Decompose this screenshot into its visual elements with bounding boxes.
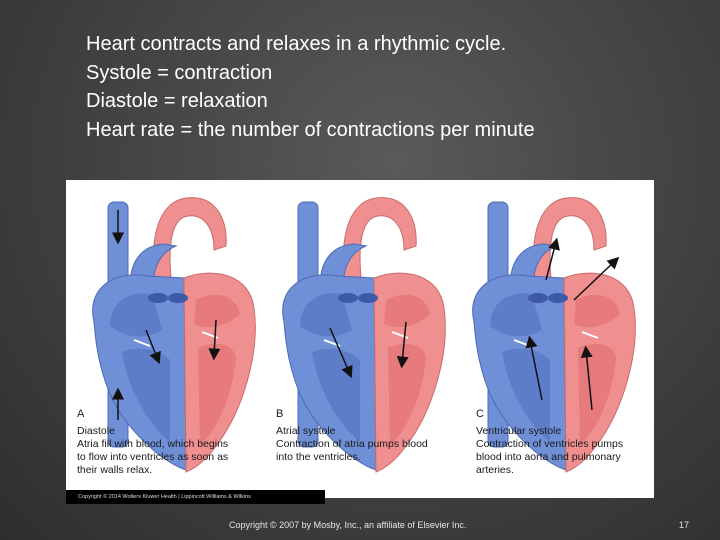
panel-c-title: Ventricular systole [476,425,562,437]
panel-c-heart [471,196,637,473]
panel-b-caption: B Atrial systole Contraction of atria pu… [276,408,428,464]
panel-a-title: Diastole [77,425,115,437]
panel-a-caption: A Diastole Atria fill with blood, which … [77,408,228,477]
panel-c-letter: C [476,408,484,420]
figure-copyright: Copyright © 2014 Wolters Kluwer Health |… [66,490,325,504]
panel-b-line-1: Contraction of atria pumps blood [276,438,428,450]
slide-number: 17 [679,520,690,530]
panel-a-line-2: to flow into ventricles as soon as [77,451,229,463]
panel-a-heart [91,196,257,473]
panel-a-letter: A [77,408,85,420]
panel-c-caption: C Ventricular systole Contraction of ven… [476,408,623,477]
heart-cycle-figure: A Diastole Atria fill with blood, which … [66,180,654,498]
panel-c-line-2: blood into aorta and pulmonary [476,451,621,463]
bullet-list: Heart contracts and relaxes in a rhythmi… [86,30,686,144]
bullet-3: Diastole = relaxation [86,90,268,112]
panel-a-line-3: their walls relax. [77,464,153,476]
bullet-2: Systole = contraction [86,61,273,84]
footer-copyright: Copyright © 2007 by Mosby, Inc., an affi… [229,520,467,530]
panel-b-line-2: into the ventricles. [276,451,361,463]
bullet-4: Heart rate = the number of contractions … [86,118,535,141]
panel-c-line-3: arteries. [476,464,514,476]
panel-b-title: Atrial systole [276,425,336,437]
panel-b-heart [281,196,447,473]
heart-illustrations [91,196,637,473]
panel-a-line-1: Atria fill with blood, which begins [77,438,229,450]
panel-b-letter: B [276,408,284,420]
bullet-1: Heart contracts and relaxes in a rhythmi… [86,33,507,55]
panel-c-line-1: Contraction of ventricles pumps [476,438,624,450]
